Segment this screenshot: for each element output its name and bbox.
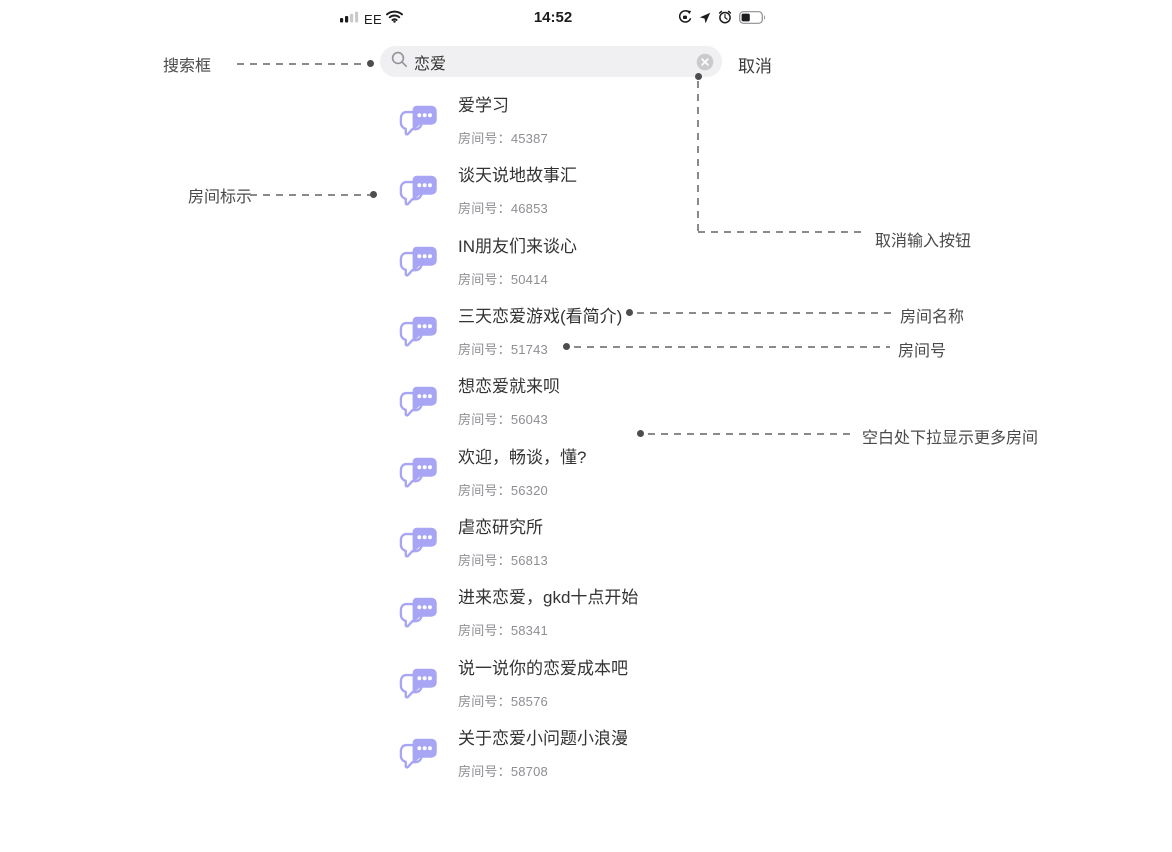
annotation-endpoint-dot: [563, 343, 570, 350]
annotation-room-icon: 房间标示: [188, 189, 253, 206]
orientation-lock-icon: [678, 10, 692, 29]
annotation-connector: [697, 81, 699, 232]
chat-room-icon: [398, 667, 438, 708]
wifi-icon: [386, 10, 403, 28]
carrier-label: EE: [364, 11, 382, 27]
cancel-button[interactable]: 取消: [738, 57, 772, 76]
chat-room-icon: [398, 526, 438, 567]
room-list-item[interactable]: 进来恋爱，gkd十点开始 房间号：58341: [399, 587, 778, 647]
chat-room-icon: [398, 315, 438, 356]
room-number: 房间号：50414: [458, 272, 548, 287]
annotation-cancel-input-button: 取消输入按钮: [875, 233, 972, 250]
annotation-endpoint-dot: [637, 430, 644, 437]
room-name[interactable]: 爱学习: [458, 96, 509, 115]
room-number: 房间号：56813: [458, 553, 548, 568]
annotation-connector: [698, 231, 866, 233]
search-icon: [391, 51, 408, 73]
room-list-item[interactable]: 三天恋爱游戏(看简介) 房间号：51743: [399, 306, 778, 366]
room-name[interactable]: 虐恋研究所: [458, 518, 543, 537]
room-name[interactable]: 欢迎，畅谈，懂?: [458, 448, 587, 467]
room-list-item[interactable]: 欢迎，畅谈，懂? 房间号：56320: [399, 447, 778, 507]
chat-room-icon: [398, 104, 438, 145]
room-list-item[interactable]: 想恋爱就来呗 房间号：56043: [399, 376, 778, 436]
search-input[interactable]: 恋爱: [380, 46, 722, 77]
room-number: 房间号：45387: [458, 131, 548, 146]
chat-room-icon: [398, 596, 438, 637]
room-list-item[interactable]: 说一说你的恋爱成本吧 房间号：58576: [399, 658, 778, 718]
chat-room-icon: [398, 385, 438, 426]
room-number: 房间号：58341: [458, 623, 548, 638]
room-list-item[interactable]: 谈天说地故事汇 房间号：46853: [399, 165, 778, 225]
annotation-connector: [637, 312, 892, 314]
chat-room-icon: [398, 174, 438, 215]
chat-room-icon: [398, 737, 438, 778]
room-name[interactable]: 谈天说地故事汇: [458, 166, 577, 185]
room-number: 房间号：58708: [458, 764, 548, 779]
room-name[interactable]: IN朋友们来谈心: [458, 237, 577, 256]
signal-strength-icon: [340, 10, 360, 28]
annotation-connector: [648, 433, 850, 435]
alarm-clock-icon: [718, 10, 732, 29]
annotation-room-name: 房间名称: [900, 309, 965, 326]
clear-search-icon[interactable]: [696, 53, 714, 71]
room-list-item[interactable]: IN朋友们来谈心 房间号：50414: [399, 236, 778, 296]
room-number: 房间号：58576: [458, 694, 548, 709]
room-name[interactable]: 三天恋爱游戏(看简介): [458, 307, 623, 326]
annotation-endpoint-dot: [370, 191, 377, 198]
room-number: 房间号：56320: [458, 483, 548, 498]
room-list-item[interactable]: 爱学习 房间号：45387: [399, 95, 778, 155]
room-name[interactable]: 关于恋爱小问题小浪漫: [458, 729, 628, 748]
chat-room-icon: [398, 245, 438, 286]
annotation-room-number: 房间号: [898, 343, 947, 360]
annotation-endpoint-dot: [626, 309, 633, 316]
room-list-item[interactable]: 关于恋爱小问题小浪漫 房间号：58708: [399, 728, 778, 788]
room-name[interactable]: 进来恋爱，gkd十点开始: [458, 588, 639, 607]
annotation-connector: [237, 63, 367, 65]
room-number: 房间号：56043: [458, 412, 548, 427]
annotation-endpoint-dot: [367, 60, 374, 67]
location-arrow-icon: [699, 11, 711, 29]
status-time: 14:52: [533, 9, 573, 26]
status-bar: EE 14:52: [340, 6, 766, 28]
annotation-connector: [574, 346, 890, 348]
room-name[interactable]: 说一说你的恋爱成本吧: [458, 659, 628, 678]
chat-room-icon: [398, 456, 438, 497]
room-list-item[interactable]: 虐恋研究所 房间号：56813: [399, 517, 778, 577]
annotation-endpoint-dot: [695, 73, 702, 80]
battery-icon: [739, 10, 766, 29]
annotation-connector: [250, 194, 370, 196]
room-number: 房间号：51743: [458, 342, 548, 357]
room-number: 房间号：46853: [458, 201, 548, 216]
annotation-pull-down-more: 空白处下拉显示更多房间: [862, 430, 1039, 447]
room-name[interactable]: 想恋爱就来呗: [458, 377, 560, 396]
annotation-search-box: 搜索框: [163, 58, 212, 75]
search-query-text[interactable]: 恋爱: [414, 55, 447, 73]
